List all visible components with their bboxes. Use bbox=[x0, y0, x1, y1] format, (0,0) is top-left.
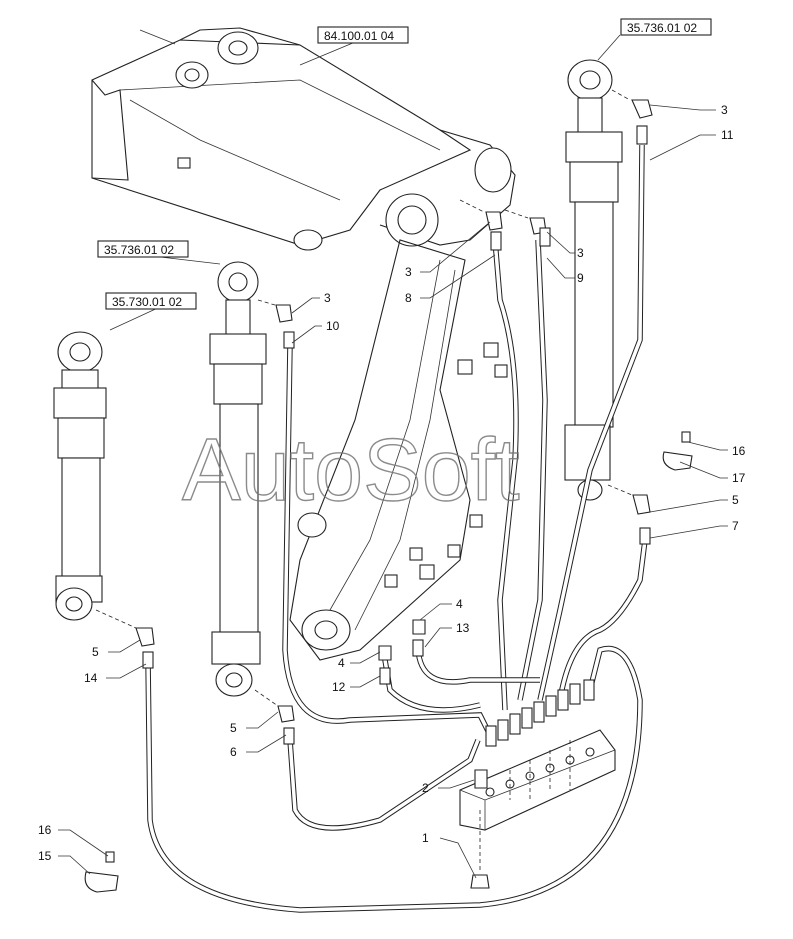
boom-assembly bbox=[91, 27, 516, 251]
ref-cylinder-right-label: 35.736.01 02 bbox=[627, 21, 697, 35]
ref-cylinder-middle-label: 35.736.01 02 bbox=[104, 243, 174, 257]
clamps bbox=[84, 431, 693, 893]
ref-boom-label: 84.100.01 04 bbox=[324, 29, 394, 43]
cylinder-middle bbox=[209, 261, 267, 697]
callout-labels: 3 11 3 9 3 8 3 10 16 17 5 7 4 13 4 12 5 … bbox=[38, 103, 746, 863]
callout-17: 17 bbox=[732, 471, 746, 485]
callout-3-right: 3 bbox=[577, 246, 584, 260]
callout-7: 7 bbox=[732, 519, 739, 533]
mounting-lines bbox=[95, 89, 633, 707]
callout-4-right: 4 bbox=[456, 597, 463, 611]
reference-boxes: 84.100.01 04 35.736.01 02 35.736.01 02 3… bbox=[97, 18, 712, 310]
callout-10: 10 bbox=[326, 319, 340, 333]
callout-5-right: 5 bbox=[732, 493, 739, 507]
callout-5-bottom: 5 bbox=[230, 721, 237, 735]
leader-lines bbox=[58, 34, 728, 879]
arm-assembly bbox=[289, 239, 508, 661]
callout-13: 13 bbox=[456, 621, 470, 635]
callout-1: 1 bbox=[422, 831, 429, 845]
callout-4-left: 4 bbox=[338, 656, 345, 670]
callout-15: 15 bbox=[38, 849, 52, 863]
callout-14: 14 bbox=[84, 671, 98, 685]
ref-cylinder-left-label: 35.730.01 02 bbox=[112, 295, 182, 309]
callout-2: 2 bbox=[422, 781, 429, 795]
callout-16-right: 16 bbox=[732, 444, 746, 458]
callout-5-left: 5 bbox=[92, 645, 99, 659]
callout-6: 6 bbox=[230, 745, 237, 759]
callout-3-top-right: 3 bbox=[721, 103, 728, 117]
fittings bbox=[135, 99, 653, 747]
callout-3-middle: 3 bbox=[324, 291, 331, 305]
callout-8: 8 bbox=[405, 291, 412, 305]
callout-16-left: 16 bbox=[38, 823, 52, 837]
distribution-block bbox=[459, 729, 616, 889]
callout-11: 11 bbox=[721, 128, 734, 142]
hoses bbox=[145, 144, 648, 913]
callout-3-center: 3 bbox=[405, 265, 412, 279]
cylinder-right bbox=[564, 59, 623, 501]
watermark-text: AutoSoft bbox=[182, 420, 520, 519]
cylinder-left bbox=[53, 331, 107, 621]
callout-12: 12 bbox=[332, 680, 346, 694]
callout-9: 9 bbox=[577, 271, 584, 285]
